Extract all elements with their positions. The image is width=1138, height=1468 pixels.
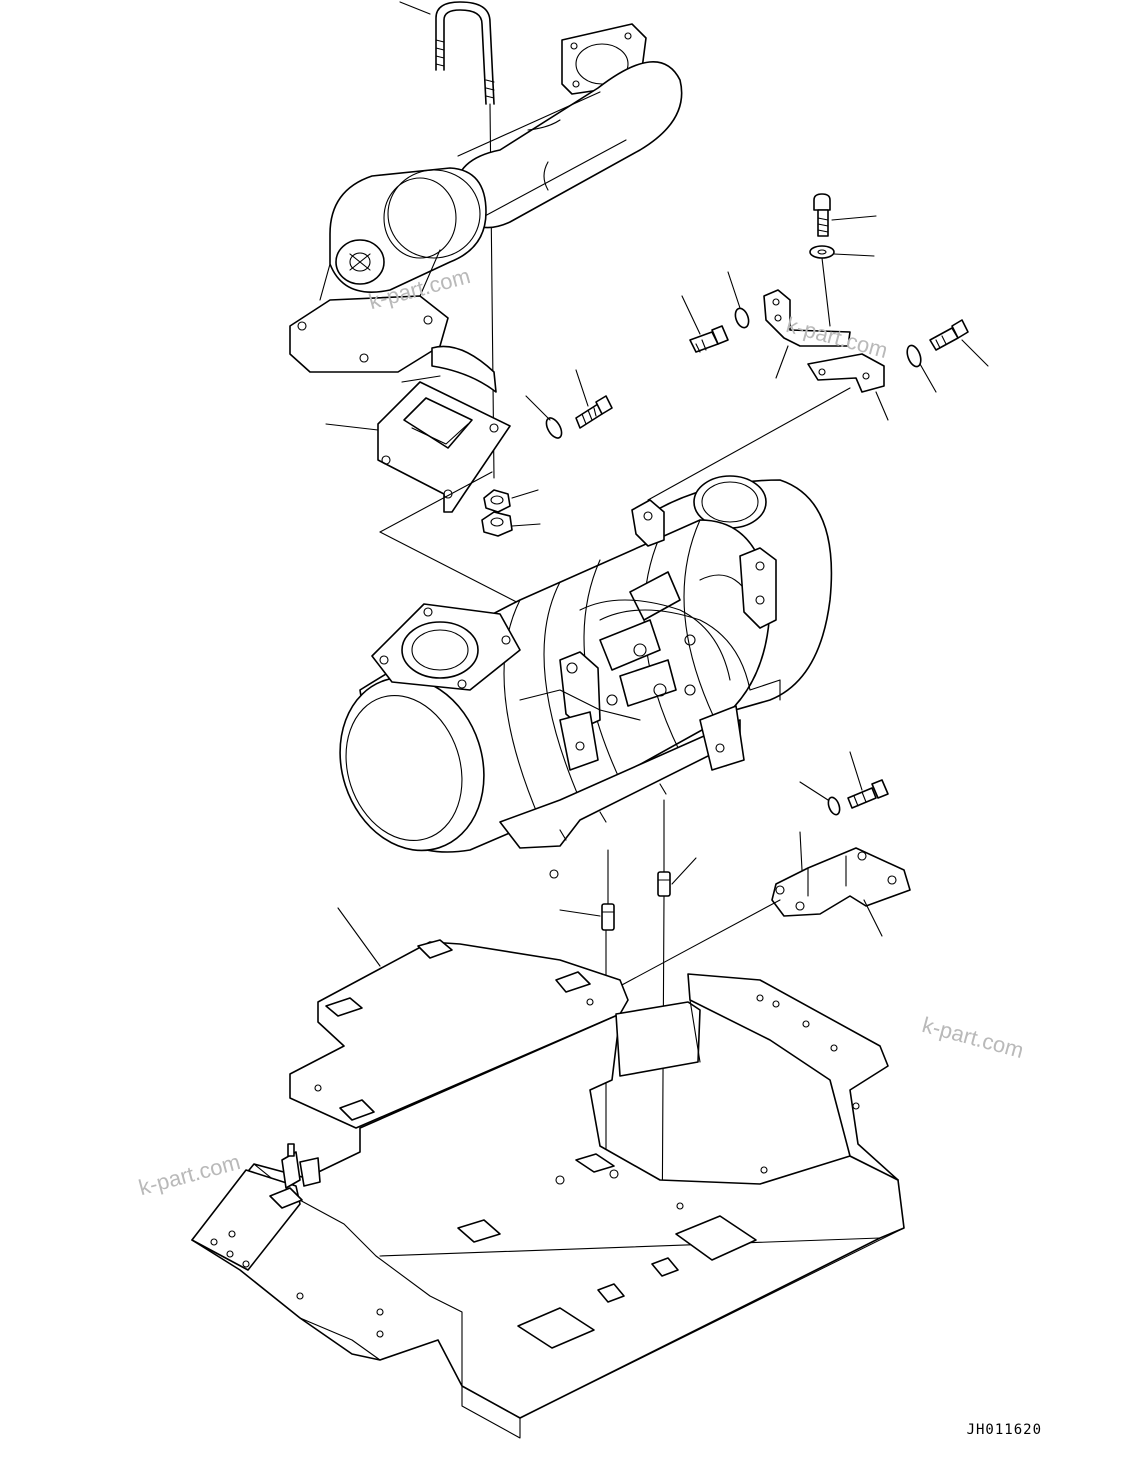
callout-leader-19: [559, 909, 601, 917]
callout-leader-5: [511, 523, 541, 527]
aftertreatment-unit: [339, 475, 833, 879]
dowel-right: [657, 871, 671, 897]
bolt-mid: [575, 395, 613, 429]
callout-leader-2: [401, 375, 441, 383]
callout-leader-1: [399, 1, 431, 15]
diagram-code: JH011620: [966, 1422, 1042, 1438]
exhaust-elbow-pipe: [289, 23, 683, 373]
callout-leader-12: [727, 271, 741, 309]
callout-leader-6: [525, 395, 551, 421]
callout-leader-11: [681, 295, 701, 335]
washer-left-of-bracket: [734, 307, 750, 329]
callout-leader-10: [775, 345, 789, 379]
callout-leader-16: [799, 781, 829, 801]
base-frame: [191, 939, 905, 1439]
washer-mid: [545, 417, 563, 439]
mounting-bracket-upper: [377, 381, 511, 513]
callout-leader-7: [575, 369, 589, 407]
dowel-left: [601, 903, 615, 931]
nut-1: [483, 489, 511, 513]
washer-top-right: [809, 245, 835, 259]
callout-leader-15: [961, 339, 989, 367]
callout-leader-14: [919, 363, 937, 393]
callout-leader-21: [337, 907, 381, 967]
callout-leader-18: [863, 899, 883, 937]
callout-leader-17: [849, 751, 863, 791]
bolt-left-of-bracket: [689, 325, 729, 353]
callout-leader-20: [671, 857, 697, 885]
nut-2: [481, 511, 513, 537]
mount-plate-right: [807, 353, 885, 393]
mounting-bracket-lower: [771, 847, 911, 917]
saddle-clamp: [431, 345, 497, 393]
bolt-far-right: [929, 319, 969, 351]
callout-leader-3: [325, 423, 379, 431]
washer-lower-right: [827, 796, 841, 816]
washer-far-right: [906, 344, 922, 368]
l-bracket-right: [763, 289, 851, 347]
bolt-lower-right: [847, 779, 889, 809]
callout-leader-13: [875, 391, 889, 421]
callout-leader-9: [833, 253, 875, 257]
callout-leader-8: [831, 215, 877, 221]
bolt-top-right: [813, 193, 831, 237]
callout-leader-4: [511, 489, 539, 499]
